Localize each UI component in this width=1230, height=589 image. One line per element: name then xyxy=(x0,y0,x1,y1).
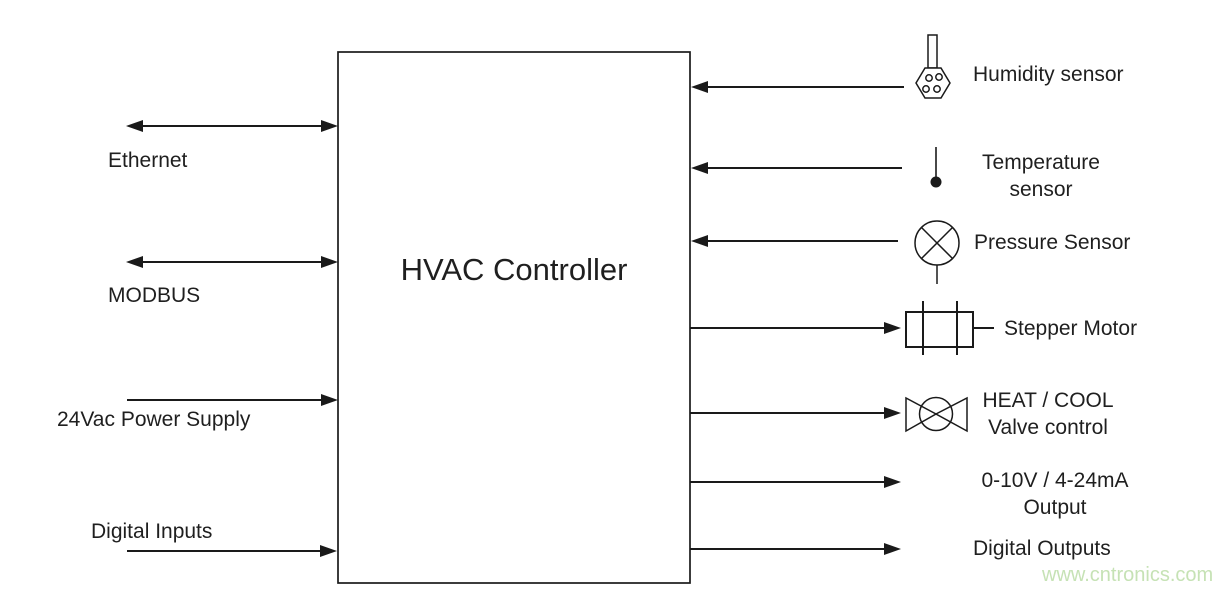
controller-title: HVAC Controller xyxy=(400,252,628,287)
temperature-sensor-icon xyxy=(930,147,942,188)
valve-control-arrow xyxy=(690,407,901,419)
digital-outputs-arrow xyxy=(690,543,901,555)
power-supply-label: 24Vac Power Supply xyxy=(57,408,251,431)
temperature-sensor-label: Temperature sensor xyxy=(982,151,1100,201)
digital-outputs-label: Digital Outputs xyxy=(973,537,1111,560)
stepper-motor-arrow xyxy=(690,322,901,334)
modbus-label: MODBUS xyxy=(108,284,201,307)
stepper-motor-icon xyxy=(905,301,994,355)
digital-inputs-arrow xyxy=(127,545,337,557)
analog-output-arrow xyxy=(690,476,901,488)
stepper-motor-label: Stepper Motor xyxy=(1004,317,1138,340)
valve-icon xyxy=(905,396,968,433)
humidity-sensor-label: Humidity sensor xyxy=(973,63,1124,86)
modbus-arrow xyxy=(126,256,338,268)
digital-inputs-label: Digital Inputs xyxy=(91,520,213,543)
pressure-sensor-arrow xyxy=(691,235,898,247)
power-supply-arrow xyxy=(127,394,338,406)
pressure-sensor-icon xyxy=(914,220,960,284)
pressure-sensor-label: Pressure Sensor xyxy=(974,231,1131,254)
ethernet-arrow xyxy=(126,120,338,132)
ethernet-label: Ethernet xyxy=(108,149,188,172)
analog-output-label: 0-10V / 4-24mA Output xyxy=(981,469,1129,519)
watermark: www.cntronics.com xyxy=(1042,564,1214,586)
valve-control-label: HEAT / COOL Valve control xyxy=(982,389,1114,439)
humidity-sensor-arrow xyxy=(691,81,904,93)
temperature-sensor-arrow xyxy=(691,162,902,174)
hvac-controller-box xyxy=(337,51,691,584)
humidity-sensor-icon xyxy=(915,34,951,99)
